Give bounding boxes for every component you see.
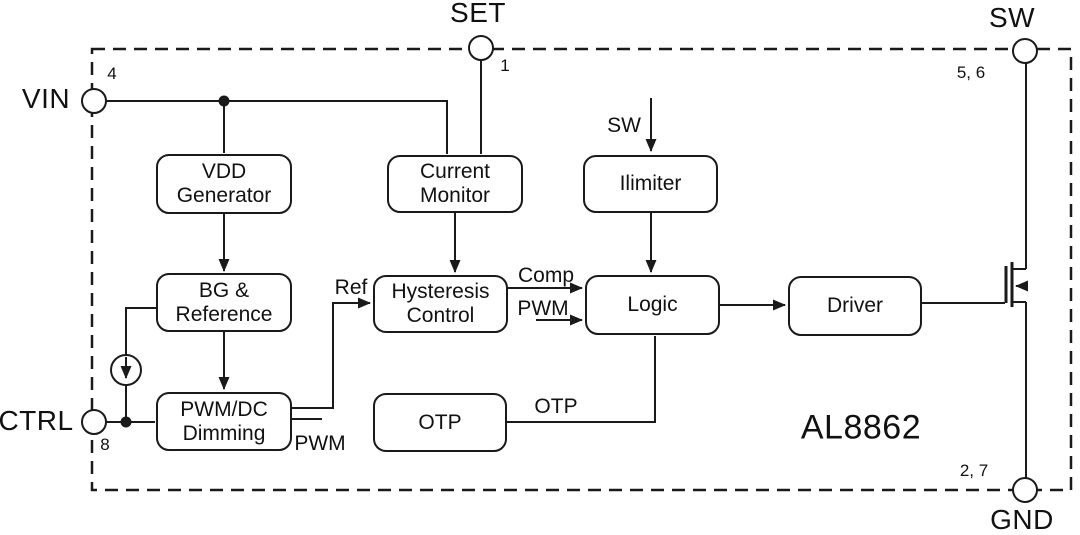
pin-label-vin: VIN bbox=[21, 83, 71, 114]
block-vdd-generator: VDD Generator bbox=[156, 154, 292, 214]
pin-label-ctrl: CTRL bbox=[0, 405, 74, 436]
pin-label-gnd: GND bbox=[990, 504, 1054, 535]
pin-number-ctrl: 8 bbox=[100, 435, 110, 454]
junction-dot-vin bbox=[218, 95, 230, 107]
wire-ref bbox=[292, 297, 371, 409]
wire-vin-to-current-monitor bbox=[106, 100, 448, 154]
block-ilimiter: Ilimiter bbox=[583, 155, 718, 213]
pin-circle-sw bbox=[1012, 38, 1038, 64]
wires bbox=[106, 60, 1027, 478]
pin-number-vin: 4 bbox=[107, 64, 117, 83]
block-hysteresis-control: Hysteresis Control bbox=[373, 275, 508, 333]
pin-label-sw: SW bbox=[988, 2, 1036, 33]
signal-label-sw-internal: SW bbox=[607, 114, 641, 137]
ic-boundary bbox=[90, 47, 1073, 492]
signal-label-comp: Comp bbox=[517, 264, 575, 287]
current-source-symbol bbox=[110, 354, 142, 386]
wire-bg-loop-top bbox=[125, 307, 156, 355]
block-current-monitor: Current Monitor bbox=[387, 155, 523, 213]
pin-circle-set bbox=[468, 35, 494, 61]
block-bg-reference: BG & Reference bbox=[156, 273, 292, 332]
pin-number-sw: 5, 6 bbox=[956, 63, 986, 82]
signal-label-pwm-from-dimming: PWM bbox=[294, 432, 346, 455]
pin-number-gnd: 2, 7 bbox=[959, 461, 989, 480]
mosfet-icon bbox=[1004, 262, 1028, 307]
signal-label-ref: Ref bbox=[334, 276, 368, 299]
pin-circle-ctrl bbox=[81, 409, 107, 435]
pin-circle-vin bbox=[81, 88, 107, 114]
junction-dot-ctrl bbox=[120, 416, 132, 428]
chip-name: AL8862 bbox=[800, 408, 922, 447]
block-otp: OTP bbox=[373, 393, 507, 452]
signal-label-pwm-to-logic: PWM bbox=[517, 297, 569, 320]
pin-circle-gnd bbox=[1012, 477, 1038, 503]
signal-label-otp: OTP bbox=[534, 395, 578, 418]
pin-label-set: SET bbox=[450, 0, 506, 28]
block-logic: Logic bbox=[585, 275, 720, 335]
junction-dots bbox=[120, 95, 230, 428]
block-pwm-dc-dimming: PWM/DC Dimming bbox=[156, 392, 292, 451]
pin-circles bbox=[81, 35, 1038, 503]
pin-number-set: 1 bbox=[500, 56, 510, 75]
wire-otp bbox=[507, 336, 656, 423]
block-driver: Driver bbox=[788, 276, 922, 336]
